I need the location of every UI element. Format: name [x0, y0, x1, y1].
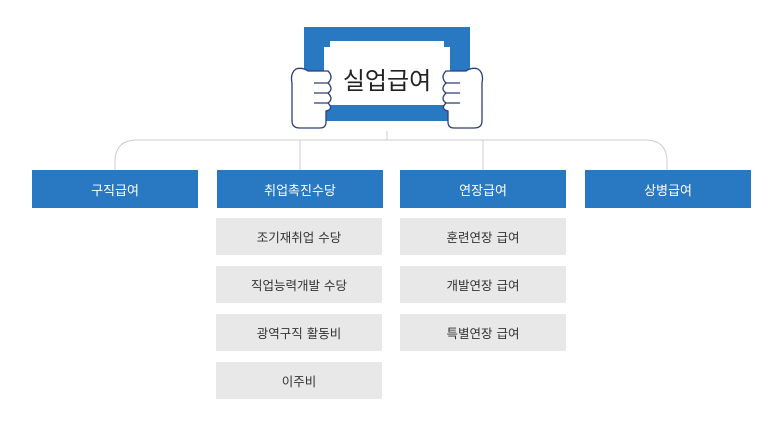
sub-item-wide-area-job-search: 광역구직 활동비 — [216, 314, 382, 351]
diagram-title: 실업급여 — [342, 67, 432, 95]
category-sickness-benefit: 상병급여 — [585, 170, 751, 208]
hands-holding-sign-icon — [290, 27, 484, 129]
category-job-seeking-allowance: 구직급여 — [32, 170, 198, 208]
sub-item-vocational-development: 직업능력개발 수당 — [216, 266, 382, 303]
sub-item-special-extension: 특별연장 급여 — [400, 314, 566, 351]
category-extended-benefit: 연장급여 — [400, 170, 566, 208]
sub-item-relocation-cost: 이주비 — [216, 362, 382, 399]
unemployment-benefit-icon: 실업급여 — [290, 27, 484, 131]
sub-item-early-reemployment: 조기재취업 수당 — [216, 218, 382, 255]
sub-item-training-extension: 훈련연장 급여 — [400, 218, 566, 255]
category-employment-promotion-allowance: 취업촉진수당 — [217, 170, 383, 208]
sub-item-individual-extension: 개발연장 급여 — [400, 266, 566, 303]
